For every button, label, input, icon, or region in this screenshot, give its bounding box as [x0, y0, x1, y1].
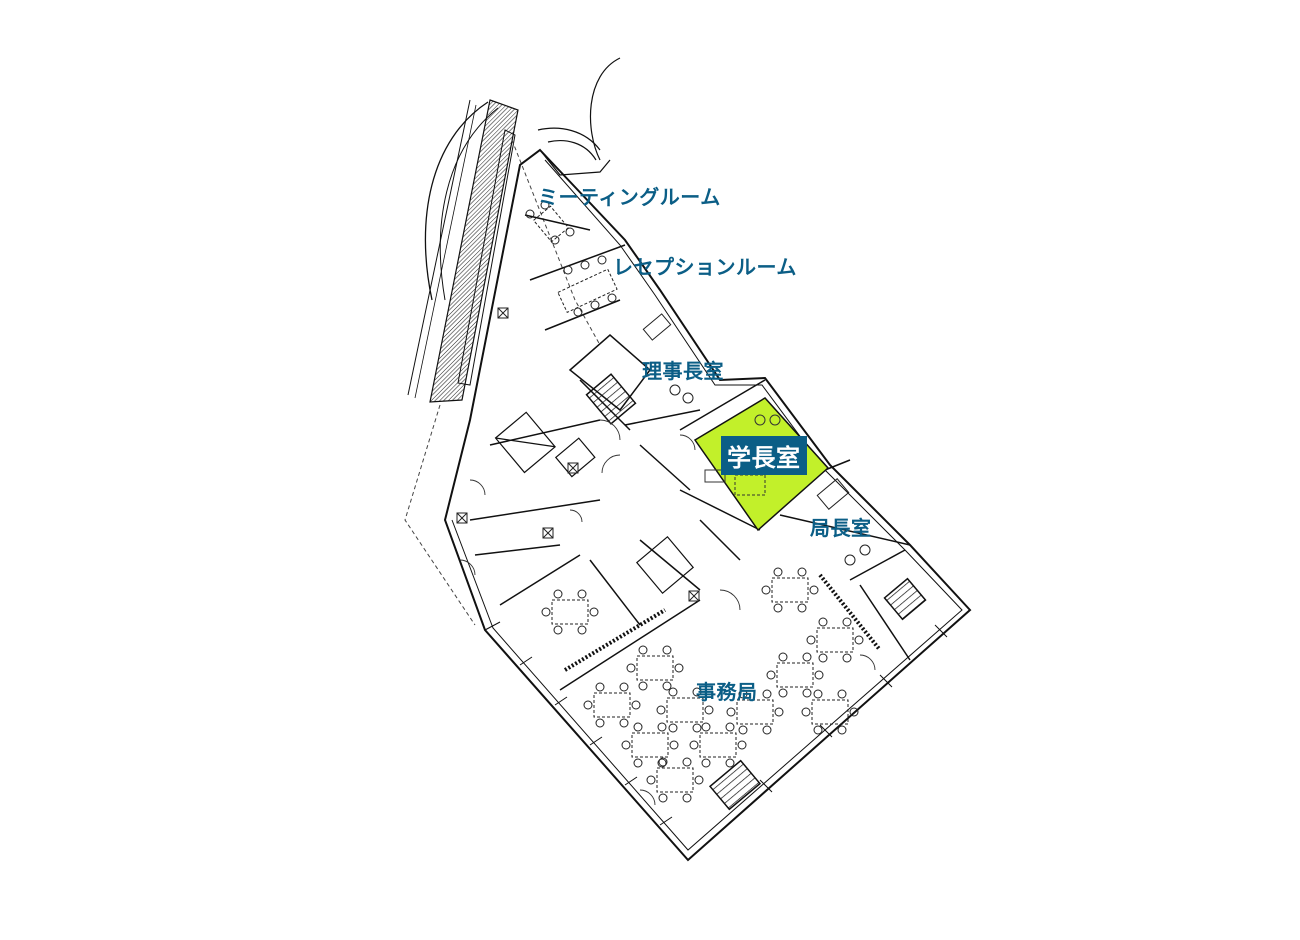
- reception-room-furniture: [557, 255, 618, 317]
- meeting-room-furniture: [525, 200, 575, 245]
- site-boundary: [404, 139, 601, 626]
- label-chairman-office: 理事長室: [642, 359, 724, 383]
- door-swings: [459, 419, 876, 806]
- east-partition: [818, 573, 882, 652]
- label-meeting-room: ミーティングルーム: [538, 185, 721, 209]
- window-mullions: [484, 621, 948, 826]
- left-corridor: [407, 99, 519, 403]
- stairs-north: [585, 373, 637, 425]
- chairman-office-furniture: [642, 313, 694, 404]
- president-office-furniture: [704, 414, 781, 496]
- label-secretariat: 事務局: [696, 680, 758, 704]
- stairs-south: [708, 759, 762, 811]
- director-office-furniture: [816, 478, 871, 566]
- label-reception-room: レセプションルーム: [613, 255, 797, 279]
- office-counter: [563, 608, 667, 672]
- entrance-canopy: [537, 57, 621, 176]
- stairs-east: [883, 577, 927, 621]
- service-core: [494, 411, 695, 595]
- label-president-office[interactable]: 学長室: [721, 436, 807, 475]
- label-director-office: 局長室: [810, 516, 872, 540]
